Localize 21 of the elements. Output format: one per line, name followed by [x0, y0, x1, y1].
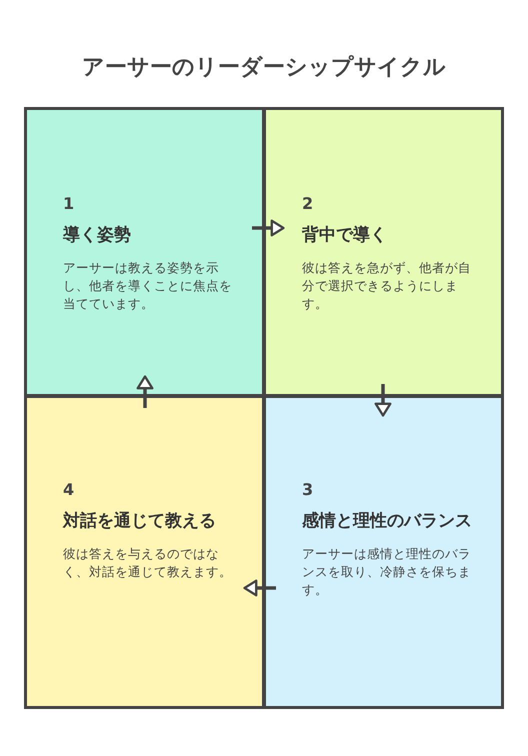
step-number: 1	[63, 194, 74, 213]
title: アーサーのリーダーシップサイクル	[81, 54, 447, 82]
arrow	[136, 375, 154, 408]
step-description: アーサーは感情と理性のバランスを取り、冷静さを保ちます。	[302, 544, 472, 599]
step-description: アーサーは教える姿勢を示し、他者を導くことに焦点を当てています。	[63, 258, 233, 313]
arrow	[374, 384, 392, 417]
step-heading: 導く姿勢	[63, 224, 132, 247]
arrow	[252, 220, 285, 236]
step-panel	[24, 107, 265, 397]
step-number: 4	[63, 480, 74, 499]
step-description: 彼は答えを急がず、他者が自分で選択できるようにします。	[302, 258, 472, 313]
arrow	[243, 580, 276, 596]
step-heading: 対話を通じて教える	[63, 510, 217, 533]
step-number: 2	[302, 194, 314, 213]
step-panel	[24, 395, 265, 709]
step-panel	[263, 395, 504, 709]
step-panel	[263, 107, 504, 397]
step-heading: 背中で導く	[302, 224, 388, 247]
step-heading: 感情と理性のバランス	[302, 510, 473, 533]
step-number: 3	[302, 480, 314, 499]
step-description: 彼は答えを与えるのではなく、対話を通じて教えます。	[63, 544, 233, 581]
